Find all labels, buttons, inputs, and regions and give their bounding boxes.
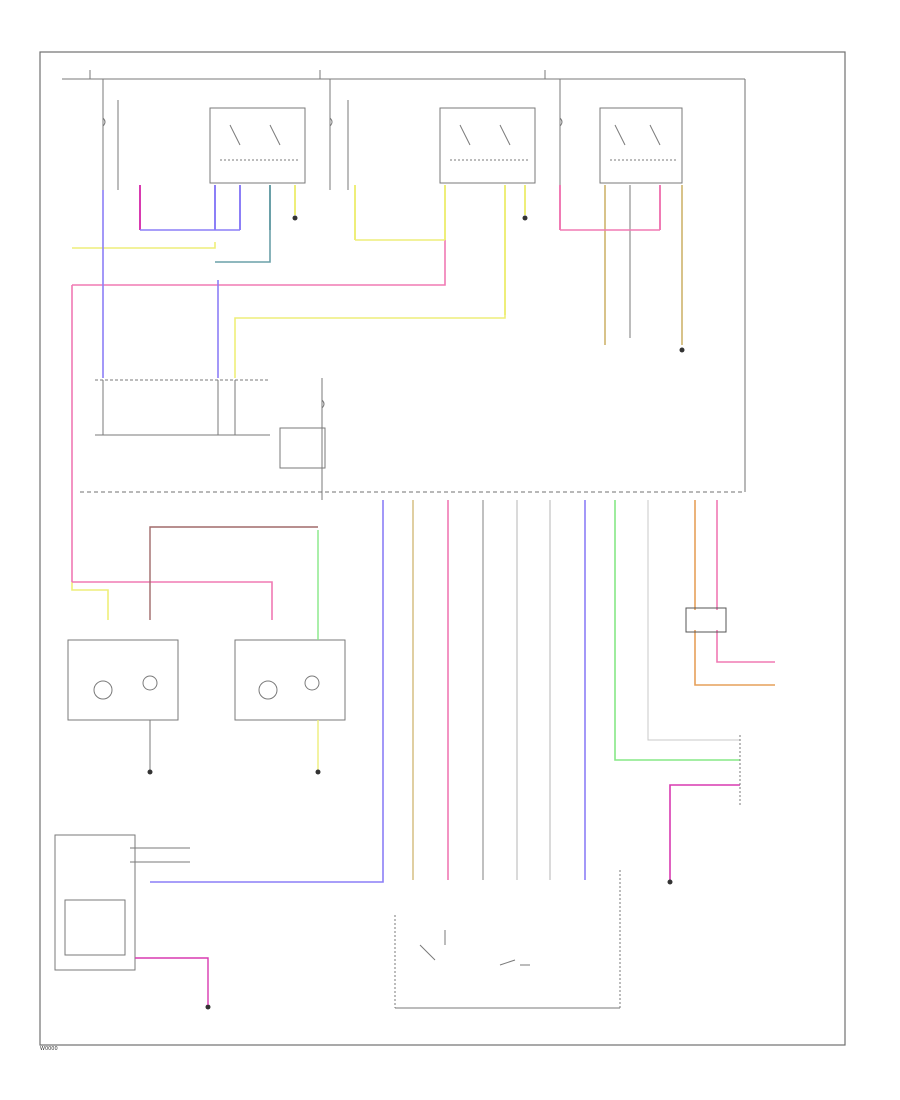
diagram-frame	[39, 51, 846, 1046]
diagram-code: W0000	[40, 1046, 58, 1052]
relay-2	[439, 107, 536, 184]
right-headlamp	[67, 639, 179, 721]
ground-g7	[205, 1004, 211, 1010]
connector	[685, 607, 727, 633]
relays	[209, 107, 683, 184]
relay-leads	[139, 185, 683, 345]
left-headlamp	[234, 639, 346, 721]
ground-g1	[292, 215, 298, 221]
relay-1	[209, 107, 306, 184]
module-outputs	[150, 500, 775, 883]
left-verticals	[71, 190, 273, 620]
junction-block	[95, 378, 326, 500]
fuses	[102, 79, 563, 190]
ground-g6	[667, 879, 673, 885]
ground-g5	[315, 769, 321, 775]
ground-g4	[147, 769, 153, 775]
power-buses	[62, 70, 745, 80]
sensor-module	[54, 834, 209, 1005]
relay-3	[599, 107, 683, 184]
ground-g3	[679, 347, 685, 353]
ground-g2	[522, 215, 528, 221]
harness-runs	[72, 229, 660, 378]
headlamps	[67, 526, 346, 770]
headlamp-switch	[394, 735, 741, 1009]
ground-symbols	[147, 215, 685, 1010]
